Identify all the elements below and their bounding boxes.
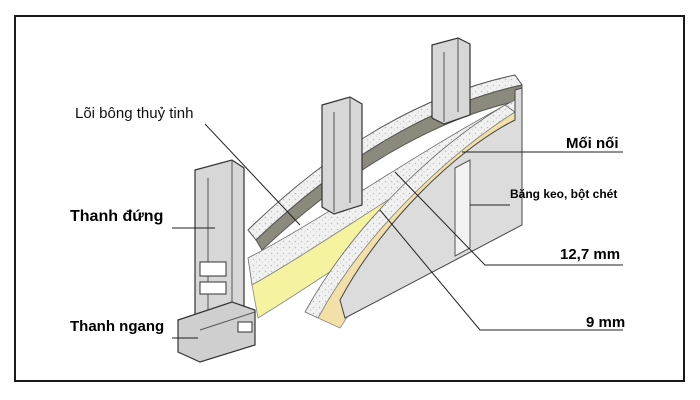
label-joint: Mối nối [566,135,619,152]
joint-tape [454,159,471,257]
label-vertical-stud: Thanh đứng [70,208,164,225]
label-board-thick: 12,7 mm [560,246,621,263]
label-board-thin: 9 mm [586,314,626,331]
label-glass-wool-core: Lõi bông thuỷ tinh [75,105,194,122]
leader-thin [379,209,623,331]
vertical-stud-back [431,37,471,125]
leader-core [204,123,301,226]
label-tape-compound: Băng keo, bột chét [510,187,618,201]
vertical-stud [194,159,245,326]
leader-lines [172,123,623,339]
label-horizontal-track: Thanh ngang [70,318,165,335]
leader-thick [394,171,623,266]
vertical-stud-middle [321,96,363,215]
front-board [339,87,523,319]
horizontal-track [177,301,256,363]
